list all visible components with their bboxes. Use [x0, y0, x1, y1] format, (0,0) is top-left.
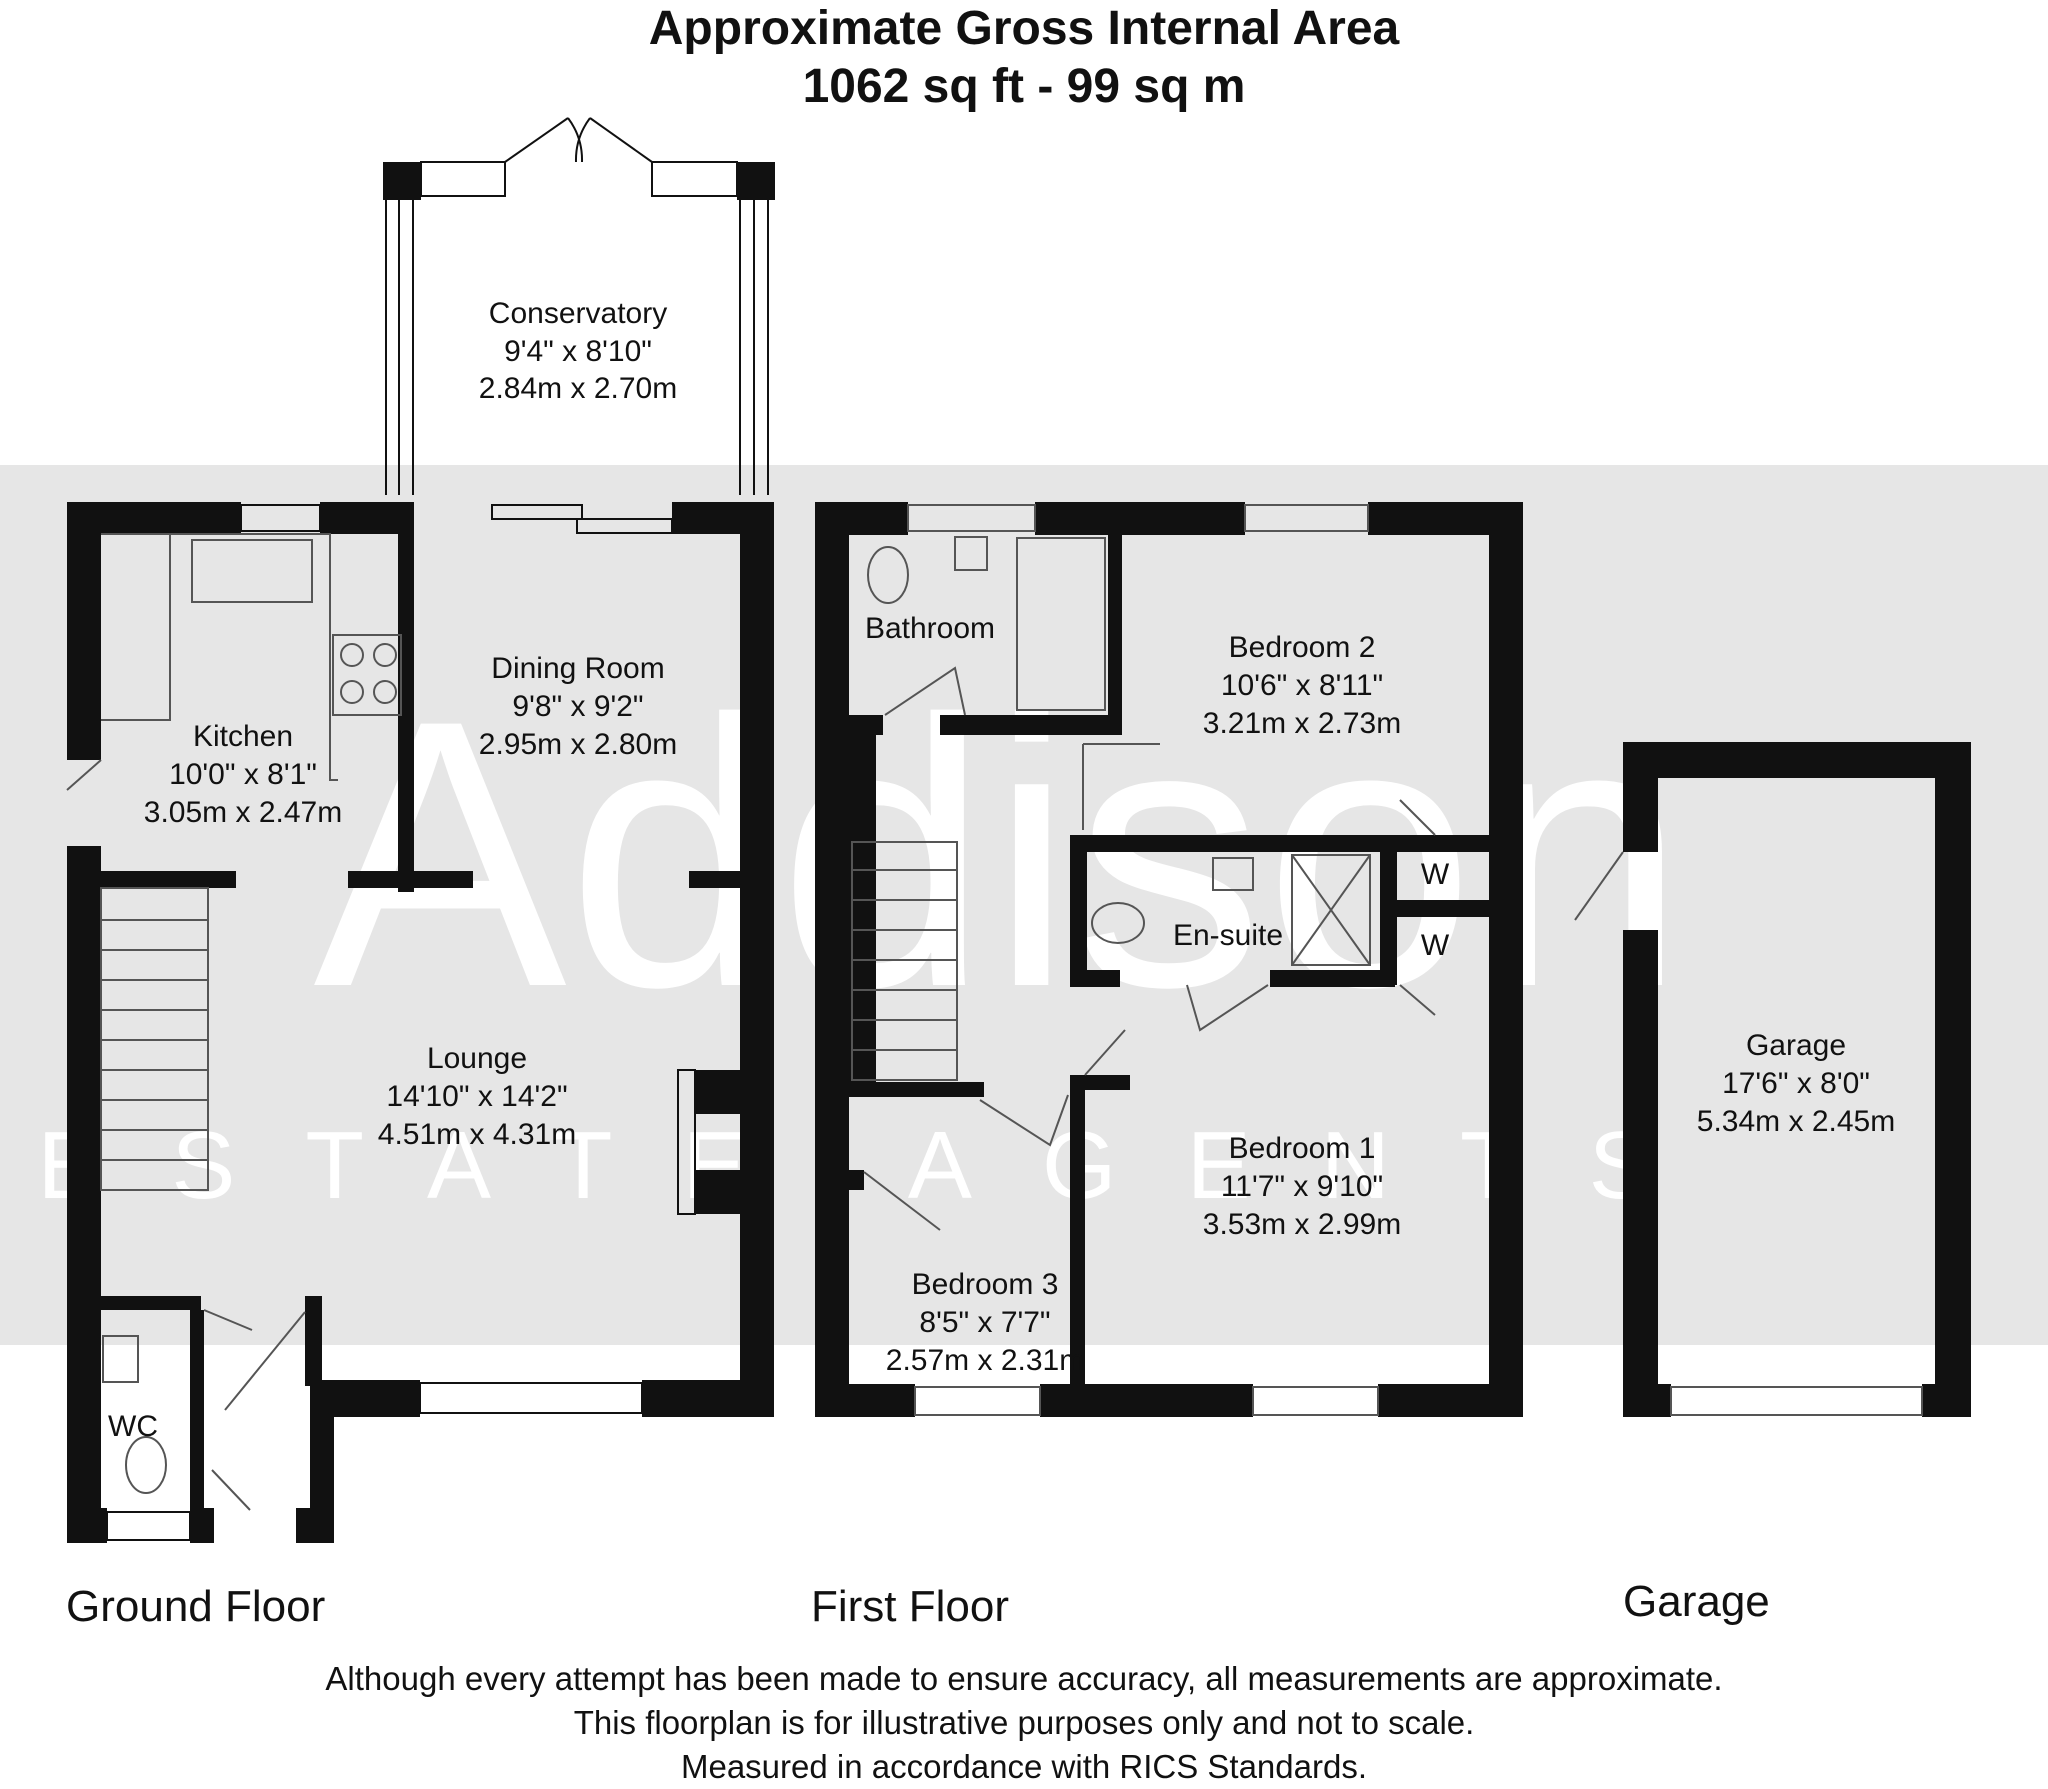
garage-imperial: 17'6" x 8'0": [1722, 1067, 1870, 1100]
garage-floor-label: Garage: [1623, 1577, 1770, 1626]
first-floor-label: First Floor: [811, 1582, 1009, 1631]
garage-walls: [1623, 742, 1971, 1417]
ensuite-name: En-suite: [1173, 919, 1283, 952]
bedroom3-name: Bedroom 3: [912, 1268, 1059, 1301]
kitchen-imperial: 10'0" x 8'1": [169, 758, 317, 791]
bedroom3-imperial: 8'5" x 7'7": [919, 1306, 1050, 1339]
conservatory-metric: 2.84m x 2.70m: [479, 372, 677, 405]
bedroom3-metric: 2.57m x 2.31m: [886, 1344, 1084, 1377]
wardrobe-2-label: W: [1421, 929, 1450, 962]
bedroom2-imperial: 10'6" x 8'11": [1221, 669, 1383, 702]
conservatory-glazing: [106, 117, 769, 1541]
ground-floor-walls: [67, 162, 775, 1543]
conservatory-imperial: 9'4" x 8'10": [504, 335, 652, 368]
garage-fixtures: [1574, 851, 1923, 1416]
bathroom-toilet-icon: [867, 546, 909, 604]
disclaimer-line-3: Measured in accordance with RICS Standar…: [680, 1748, 1367, 1785]
lounge-imperial: 14'10" x 14'2": [386, 1080, 567, 1113]
ensuite-basin-icon: [1212, 857, 1254, 891]
wc-basin-icon: [102, 1335, 139, 1383]
lounge-metric: 4.51m x 4.31m: [378, 1118, 576, 1151]
watermark-brand: Addison: [313, 641, 1686, 1066]
sink-icon: [191, 539, 313, 603]
garage-metric: 5.34m x 2.45m: [1697, 1105, 1895, 1138]
shower-icon: [1291, 854, 1371, 966]
ground-floor-label: Ground Floor: [66, 1582, 326, 1631]
dining-room-metric: 2.95m x 2.80m: [479, 728, 677, 761]
bathroom-basin-icon: [954, 536, 988, 571]
conservatory-name: Conservatory: [489, 297, 667, 330]
garage-name: Garage: [1746, 1029, 1846, 1062]
bedroom2-name: Bedroom 2: [1229, 631, 1376, 664]
wc-toilet-icon: [125, 1436, 167, 1494]
plan-title: Approximate Gross Internal Area: [648, 2, 1400, 55]
bedroom2-metric: 3.21m x 2.73m: [1203, 707, 1401, 740]
kitchen-fixtures: [66, 533, 402, 1511]
kitchen-name: Kitchen: [193, 720, 293, 753]
dining-room-name: Dining Room: [491, 652, 664, 685]
dining-room-imperial: 9'8" x 9'2": [512, 690, 643, 723]
wc-name: WC: [108, 1410, 158, 1443]
disclaimer-line-2: This floorplan is for illustrative purpo…: [573, 1704, 1475, 1741]
bedroom1-metric: 3.53m x 2.99m: [1203, 1208, 1401, 1241]
watermark-band: [0, 465, 2048, 1345]
gross-area: 1062 sq ft - 99 sq m: [802, 60, 1246, 113]
lounge-name: Lounge: [427, 1042, 527, 1075]
kitchen-metric: 3.05m x 2.47m: [144, 796, 342, 829]
bedroom1-name: Bedroom 1: [1229, 1132, 1376, 1165]
disclaimer-line-1: Although every attempt has been made to …: [325, 1660, 1723, 1697]
bath-icon: [1016, 537, 1106, 711]
hob-icon: [332, 634, 402, 716]
watermark-subtitle: ESTATE AGENTS: [37, 1112, 1722, 1219]
kitchen-door: [66, 759, 102, 791]
ensuite-toilet-icon: [1091, 902, 1145, 944]
bathroom-name: Bathroom: [865, 612, 995, 645]
bedroom1-imperial: 11'7" x 9'10": [1221, 1170, 1383, 1203]
title-block: Approximate Gross Internal Area 1062 sq …: [0, 0, 2048, 116]
first-floor-fixtures: [851, 504, 1436, 1416]
first-floor-walls: [815, 502, 1523, 1417]
wardrobe-1-label: W: [1421, 858, 1450, 891]
disclaimer: Although every attempt has been made to …: [0, 1657, 2048, 1789]
